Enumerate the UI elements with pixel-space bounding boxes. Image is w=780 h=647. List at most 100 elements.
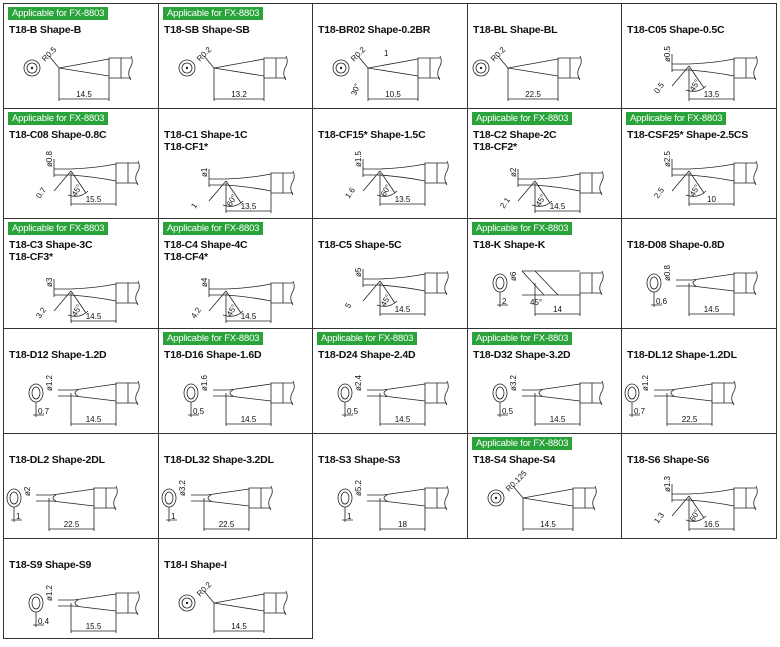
tip-drawing: ø1.20.714.5 (28, 374, 140, 426)
tip-shank (733, 55, 758, 81)
tip-cell: T18-BL Shape-BL R0.2 22.5 (467, 3, 622, 109)
tip-title-line: T18-D08 Shape-0.8D (627, 239, 725, 251)
tip-shank (115, 380, 140, 406)
tip-shank (115, 280, 140, 306)
length-label: 22.5 (64, 520, 80, 529)
length-dimension-line (225, 183, 272, 213)
tip-title-line: T18-D12 Shape-1.2D (9, 349, 107, 361)
tip-shank (115, 160, 140, 186)
diameter-label: ø1.2 (45, 374, 54, 391)
radius-label: R0.2 (349, 45, 368, 64)
width-label: 0.5 (347, 407, 359, 416)
tip-title-line: T18-CSF25* Shape-2.5CS (627, 129, 749, 141)
length-label: 14.5 (86, 312, 102, 321)
diameter-label: ø2.5 (663, 150, 672, 167)
tip-cone (208, 279, 272, 317)
diameter-label: ø5 (354, 267, 363, 277)
tip-title-line: T18-CF3* (9, 251, 53, 263)
tip-cone (497, 55, 559, 77)
width-label: 0.5 (502, 407, 514, 416)
length-dimension-line (507, 68, 559, 101)
length-label: 14.5 (550, 415, 566, 424)
tip-cone (203, 590, 265, 612)
applicable-badge: Applicable for FX-8803 (163, 7, 264, 20)
length-label: 14.5 (704, 305, 720, 314)
tip-end-view-icon (23, 59, 41, 77)
tip-title-line: T18-CF15* Shape-1.5C (318, 129, 426, 141)
tip-cone (367, 383, 426, 402)
applicable-badge: Applicable for FX-8803 (163, 222, 264, 235)
length-label: 10 (707, 195, 716, 204)
radius-label: R0.5 (40, 45, 59, 64)
tip-drawing: R0.213.2 (178, 45, 288, 101)
tip-shank (263, 590, 288, 616)
diameter-label: ø2 (509, 167, 518, 177)
length-label: 22.5 (525, 90, 541, 99)
length-dimension-line (666, 393, 713, 426)
radius-label: R0.2 (195, 45, 214, 64)
tip-end-view-icon (178, 59, 196, 77)
width-label: 2 (502, 297, 507, 306)
length-dimension-line (70, 603, 117, 633)
tip-shank (557, 55, 582, 81)
tip-cone (53, 279, 117, 317)
diameter-label: ø1.2 (45, 584, 54, 601)
tip-title-line: T18-BL Shape-BL (473, 24, 558, 36)
tip-cone (58, 383, 117, 402)
tip-end-view-icon (472, 59, 490, 77)
length-label: 13.5 (395, 195, 411, 204)
length-dimension-line (688, 173, 735, 206)
length-label: 14.5 (395, 305, 411, 314)
radius-label: R0.2 (489, 45, 508, 64)
tip-title-line: T18-C05 Shape-0.5C (627, 24, 725, 36)
angle-label: 60° (688, 508, 702, 523)
angle-label: 30° (349, 82, 362, 96)
tip-title-line: T18-B Shape-B (9, 24, 82, 36)
width-label: 2.1 (498, 195, 512, 210)
tip-cone (676, 273, 735, 292)
tip-title-line: T18-C2 Shape-2C (473, 129, 557, 141)
angle-label: 45° (379, 293, 393, 308)
tip-shank (579, 270, 604, 296)
length-dimension-line (58, 68, 110, 101)
length-label: 14.5 (550, 202, 566, 211)
angle-label: 45° (688, 78, 702, 93)
length-dimension-line (225, 293, 272, 323)
tip-title-line: T18-CF1* (164, 141, 208, 153)
length-dimension-line (688, 498, 735, 531)
tip-title: T18-S4 Shape-S4 (473, 454, 555, 466)
tip-cone (517, 169, 581, 207)
diameter-label: ø4 (200, 277, 209, 287)
length-dimension-line (203, 498, 250, 531)
length-label: 14.5 (395, 415, 411, 424)
diameter-label: ø3.2 (178, 479, 187, 496)
diameter-label: ø0.5 (663, 45, 672, 62)
tip-title-line: T18-S4 Shape-S4 (473, 454, 556, 466)
tip-title-line: T18-C3 Shape-3C (9, 239, 93, 251)
tip-shank (270, 380, 295, 406)
tip-cone (367, 488, 426, 507)
tip-drawing: R0.2 22.5 (472, 45, 582, 101)
tip-cone (671, 484, 735, 522)
length-dimension-line (522, 498, 574, 531)
tip-title: T18-D12 Shape-1.2D (9, 349, 107, 361)
tip-title-line: T18-BR02 Shape-0.2BR (318, 24, 431, 36)
